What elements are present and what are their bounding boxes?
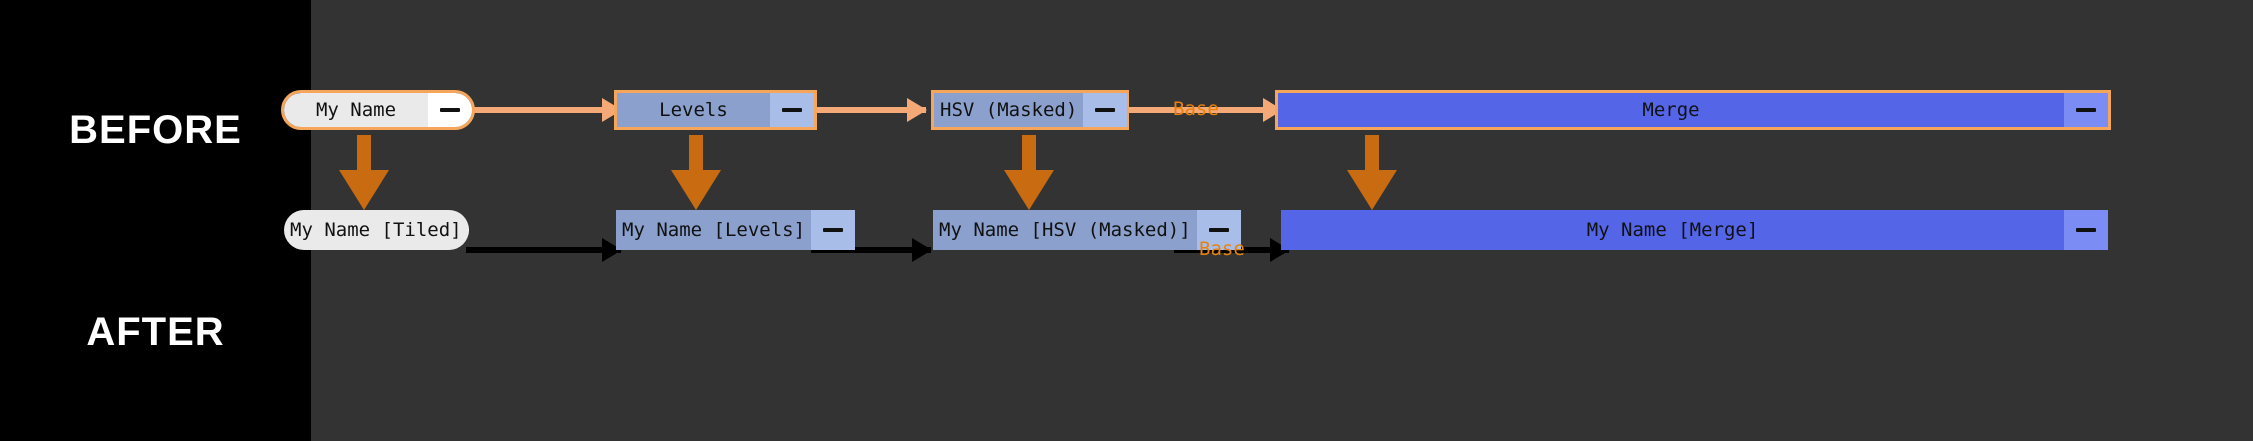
minus-icon[interactable] [770, 93, 814, 127]
transform-arrow-hsv [1004, 135, 1054, 210]
arrow-shaft [689, 135, 703, 173]
connector-arrowhead-icon [912, 238, 932, 262]
connector-line [811, 247, 931, 253]
minus-glyph [2076, 228, 2096, 232]
row-label-before: BEFORE [69, 108, 242, 152]
arrow-shaft [357, 135, 371, 173]
minus-icon[interactable] [2064, 210, 2108, 250]
minus-icon[interactable] [428, 93, 472, 127]
edge-label-after-base: Base [1199, 238, 1245, 260]
minus-icon[interactable] [2064, 93, 2108, 127]
connector-line [466, 247, 621, 253]
minus-icon[interactable] [467, 210, 469, 250]
connector-after-levels-to-hsv[interactable] [811, 238, 932, 262]
arrow-shaft [1365, 135, 1379, 173]
transform-arrow-merge [1347, 135, 1397, 210]
transform-arrow-source [339, 135, 389, 210]
minus-glyph [2076, 108, 2096, 112]
edge-label-before-base: Base [1173, 98, 1219, 120]
node-before-hsv-masked[interactable]: HSV (Masked) [931, 90, 1129, 130]
connector-line [471, 107, 621, 113]
node-title: My Name [Tiled] [284, 210, 468, 250]
connector-line [1122, 107, 1282, 113]
node-after-my-name-hsv-masked[interactable]: My Name [HSV (Masked)] [933, 210, 1241, 250]
row-label-after: AFTER [86, 310, 225, 354]
connector-before-levels-to-hsv[interactable] [811, 98, 927, 122]
node-before-merge[interactable]: Merge [1275, 90, 2111, 130]
node-title: Merge [1278, 93, 2064, 127]
node-before-my-name[interactable]: My Name [281, 90, 475, 130]
arrow-tip-icon [339, 170, 389, 210]
connector-after-source-to-levels[interactable] [466, 238, 622, 262]
node-title: Levels [617, 93, 770, 127]
minus-glyph [1208, 228, 1229, 232]
connector-line [811, 107, 926, 113]
connector-before-source-to-levels[interactable] [471, 98, 622, 122]
minus-glyph [440, 108, 460, 112]
node-title: My Name [Levels] [616, 210, 812, 250]
row-label-column: BEFORE AFTER [0, 0, 311, 441]
node-after-my-name-tiled[interactable]: My Name [Tiled] [284, 210, 469, 250]
transform-arrow-levels [671, 135, 721, 210]
connector-arrowhead-icon [907, 98, 927, 122]
minus-icon[interactable] [811, 210, 856, 250]
node-title: HSV (Masked) [934, 93, 1084, 127]
node-title: My Name [Merge] [1281, 210, 2064, 250]
arrow-tip-icon [671, 170, 721, 210]
node-graph-canvas[interactable]: Base My Name Levels HSV (Masked) Merge [281, 0, 2253, 441]
node-title: My Name [284, 93, 428, 127]
minus-icon[interactable] [1196, 210, 1241, 250]
minus-glyph [1095, 108, 1116, 112]
connector-line [1174, 247, 1289, 253]
arrow-shaft [1022, 135, 1036, 173]
node-after-my-name-merge[interactable]: My Name [Merge] [1281, 210, 2108, 250]
node-title: My Name [HSV (Masked)] [933, 210, 1197, 250]
minus-glyph [782, 108, 802, 112]
node-after-my-name-levels[interactable]: My Name [Levels] [616, 210, 856, 250]
arrow-tip-icon [1004, 170, 1054, 210]
arrow-tip-icon [1347, 170, 1397, 210]
node-before-levels[interactable]: Levels [614, 90, 817, 130]
minus-glyph [823, 228, 844, 232]
minus-icon[interactable] [1083, 93, 1128, 127]
